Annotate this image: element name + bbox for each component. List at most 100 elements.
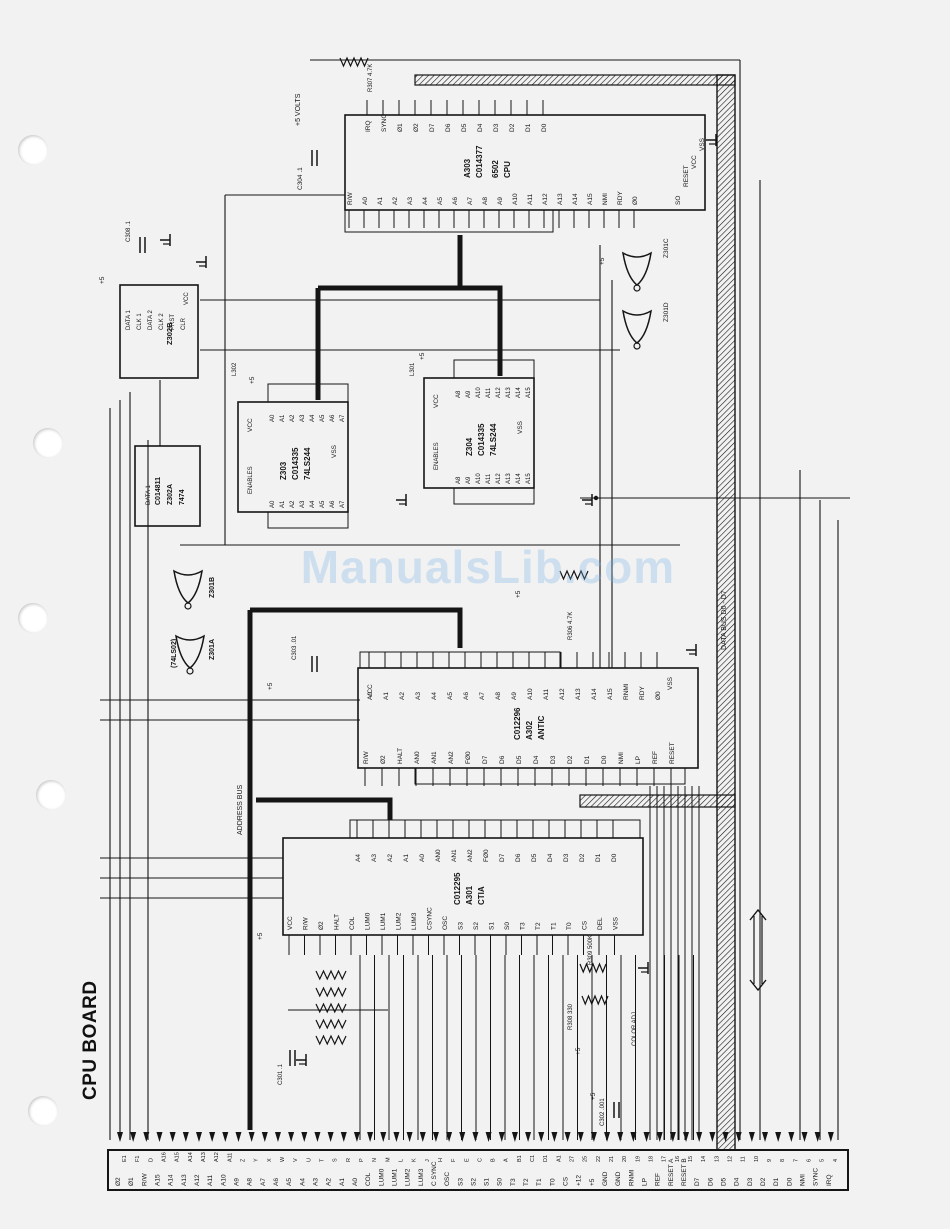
ctia-pin-label: S0 — [504, 922, 511, 930]
edge-pin-arrow — [432, 1132, 439, 1142]
latch-pin-label: DATA 1 — [126, 310, 132, 330]
edge-pin-label: LUM2 — [405, 1168, 412, 1186]
z303-pin-label: A4 — [310, 500, 316, 508]
edge-pin-arrow — [156, 1132, 163, 1142]
edge-pin-arrow — [525, 1132, 532, 1142]
z303-part: C014335 — [291, 447, 300, 480]
edge-pin-arrow — [459, 1132, 466, 1142]
antic-pin-label: A10 — [527, 688, 534, 700]
edge-pin-label: SYNC — [813, 1168, 820, 1186]
ctia-pin-label: CS — [582, 920, 589, 930]
edge-pin-letter: W — [280, 1156, 286, 1162]
supply-plus5-label: +5 — [267, 682, 274, 690]
edge-pin-letter: A16 — [161, 1152, 167, 1162]
cpu-pin-label: D0 — [541, 123, 548, 132]
z304-pin-label: A10 — [476, 473, 482, 484]
ctia-pin-label: T0 — [566, 922, 573, 930]
z303-enables-label: ENABLES — [248, 466, 254, 494]
antic-pin-label: REF — [652, 751, 659, 764]
cpu-pin-label: A2 — [392, 197, 399, 205]
edge-pin-letter: 5 — [820, 1159, 826, 1162]
edge-pin-letter: N — [372, 1158, 378, 1162]
cpu-pin-label: R/W — [347, 192, 354, 206]
edge-pin-letter: 9 — [767, 1159, 773, 1162]
edge-pin-arrow — [775, 1132, 782, 1142]
ctia-pin-label: DEL — [597, 917, 604, 930]
antic-pin-label: A2 — [399, 692, 406, 700]
edge-pin-arrow — [182, 1132, 189, 1142]
z304-pin-label: A15 — [526, 473, 532, 484]
edge-pin-arrow — [419, 1132, 426, 1142]
cpu-pin-label: D1 — [525, 123, 532, 132]
ctia-pin-label: AN0 — [435, 849, 442, 862]
antic-pin-label: A8 — [495, 692, 502, 700]
z304-pin-label: A14 — [516, 473, 522, 484]
edge-pin-label: Ø1 — [128, 1177, 135, 1186]
edge-pin-label: LP — [642, 1178, 649, 1186]
edge-pin-letter: 16 — [675, 1156, 681, 1162]
edge-pin-letter: B — [491, 1158, 497, 1162]
cpu-pin-label: RDY — [617, 191, 624, 205]
z301c-gate — [622, 251, 652, 286]
edge-pin-arrow — [511, 1132, 518, 1142]
antic-pin-label: A13 — [575, 688, 582, 700]
edge-pin-label: REF — [655, 1173, 662, 1186]
antic-pin-label: RNMI — [623, 683, 630, 700]
z304-pin-label: A15 — [526, 387, 532, 398]
cpu-pin-label: VSS — [699, 137, 706, 151]
edge-pin-label: D7 — [694, 1177, 701, 1186]
cpu-pin-label: IRQ — [365, 120, 372, 132]
edge-pin-arrow — [683, 1132, 690, 1142]
binder-hole — [33, 428, 63, 458]
ctia-pin-label: D4 — [547, 853, 554, 862]
edge-pin-letter: A14 — [188, 1152, 194, 1162]
cpu-pin-label: RESET — [683, 165, 690, 187]
binder-hole — [28, 1096, 58, 1126]
edge-pin-arrow — [617, 1132, 624, 1142]
cpu-pin-label: A13 — [557, 193, 564, 205]
edge-pin-arrow — [235, 1132, 242, 1142]
address-bus-ctia — [256, 797, 393, 820]
z304-bottom-strip — [453, 487, 535, 505]
antic-pin-label: LP — [635, 756, 642, 764]
z303-ref: Z303 — [279, 461, 288, 480]
z303-vss-label: VSS — [331, 444, 338, 458]
edge-pin-label: IRQ — [826, 1174, 833, 1186]
edge-pin-label: S3 — [457, 1178, 464, 1186]
ctia-pin-label: T2 — [535, 922, 542, 930]
z302a-ref: Z302A — [167, 484, 174, 505]
z304-vcc-label: VCC — [433, 394, 440, 408]
edge-pin-arrow — [788, 1132, 795, 1142]
edge-pin-arrow — [551, 1132, 558, 1142]
edge-pin-arrow — [130, 1132, 137, 1142]
edge-pin-arrow — [406, 1132, 413, 1142]
supply-plus5-label: +5 — [99, 276, 106, 284]
edge-pin-letter: 20 — [622, 1156, 628, 1162]
edge-pin-letter: 14 — [701, 1156, 707, 1162]
antic-pin-label: A5 — [447, 692, 454, 700]
ctia-pin-label: HALT — [334, 914, 341, 930]
edge-pin-label: S2 — [470, 1178, 477, 1186]
ctia-lum-resistor — [315, 969, 347, 981]
edge-pin-letter: U — [306, 1158, 312, 1162]
r307-resistor — [339, 56, 369, 68]
edge-pin-label: LUM0 — [378, 1168, 385, 1186]
edge-pin-letter: K — [412, 1158, 418, 1162]
supply-plus5-label: +5 — [257, 932, 264, 940]
cpu-ref: A303 — [463, 158, 472, 178]
latch-vcc-label: VCC — [184, 292, 190, 305]
latch-pin-label: CLK 1 — [137, 313, 143, 330]
z303-pin-label: A2 — [290, 414, 296, 422]
edge-pin-arrow — [604, 1132, 611, 1142]
z301a-gate-bubble — [186, 667, 194, 675]
c301-label: C301 .1 — [278, 1063, 284, 1085]
ctia-pin-label: T1 — [551, 922, 558, 930]
edge-pin-letter: Y — [254, 1158, 260, 1162]
ctia-pin-label: A3 — [371, 854, 378, 862]
ctia-pin-label: Ø2 — [318, 921, 325, 930]
edge-pin-letter: P — [359, 1158, 365, 1162]
address-bus-label: ADDRESS BUS — [237, 784, 244, 835]
ctia-pin-label: CSYNC — [427, 907, 434, 930]
edge-pin-arrow — [117, 1132, 123, 1142]
